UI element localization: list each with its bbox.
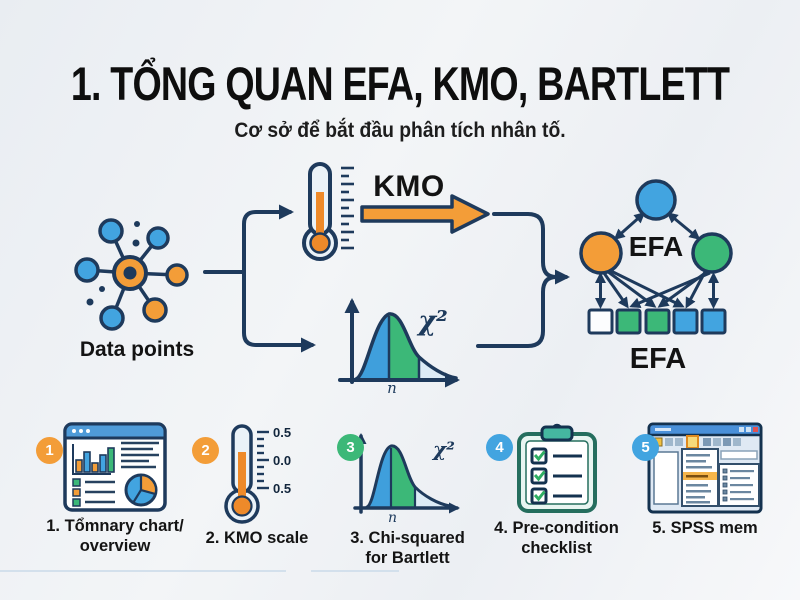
page-subtitle: Cơ sở để bắt đầu phân tích nhân tố.: [234, 119, 566, 142]
chi-axis-label: n: [387, 379, 397, 397]
step-5-spss-menu: 5: [630, 422, 780, 538]
chi-icon-label: χ²: [431, 437, 455, 461]
step-5-caption: 5. SPSS mem: [652, 519, 758, 537]
efa-center-label: EFA: [628, 231, 684, 262]
indicator-squares: [587, 308, 727, 335]
kmo-scale-thermometer-icon: 0.5 0.0 0.5: [224, 424, 291, 524]
data-points-label: Data points: [79, 338, 195, 361]
step-3-caption: 3. Chi-squared for Bartlett: [350, 529, 465, 568]
flow-merge-connector: [476, 212, 570, 348]
factor-circle-green: [691, 232, 733, 274]
scale-tick-bottom: 0.5: [273, 481, 291, 496]
step-2-kmo-scale: 2 0.5 0.0 0: [192, 422, 322, 548]
step-4-precondition-checklist: 4 4. Pre-con: [484, 422, 629, 558]
data-points-cluster-icon: [74, 218, 189, 331]
step-3-badge: 3: [337, 434, 364, 461]
scale-tick-top: 0.5: [273, 425, 291, 440]
chi-squared-label: χ²: [418, 306, 448, 337]
chi-squared-bartlett-icon: χ² n: [352, 433, 460, 524]
checklist-clipboard-icon: [516, 423, 597, 513]
factor-circle-blue: [635, 179, 677, 221]
step-1-caption: 1. Tổmnary chart/ overview: [46, 517, 184, 556]
flow-split-connector: [203, 204, 316, 353]
kmo-arrow: [360, 194, 490, 234]
kmo-thermometer-icon: [302, 162, 354, 261]
page-title: 1. TỔNG QUAN EFA, KMO, BARTLETT: [70, 57, 730, 110]
kmo-label: KMO: [373, 170, 445, 203]
step-1-badge: 1: [36, 437, 63, 464]
step-1-summary-overview: 1: [30, 422, 200, 556]
summary-dashboard-icon: [63, 422, 167, 512]
spss-window-icon: [647, 422, 763, 514]
factor-circle-orange: [579, 231, 623, 275]
step-2-badge: 2: [192, 437, 219, 464]
scale-tick-mid: 0.0: [273, 453, 291, 468]
chi-squared-curve-icon: [338, 298, 460, 388]
step-3-chi-squared: 3 χ² n 3. Chi-squared for Bartlett: [335, 424, 480, 568]
efa-network-icon: [579, 179, 733, 335]
efa-bottom-label: EFA: [629, 343, 687, 375]
step-4-badge: 4: [486, 434, 513, 461]
decorative-line-mid: [311, 570, 399, 572]
step-4-caption: 4. Pre-condition checklist: [494, 519, 619, 558]
decorative-line-left: [0, 570, 286, 572]
flow-diagram: [74, 162, 733, 388]
chi-icon-axis-label: n: [388, 510, 397, 524]
step-5-badge: 5: [632, 434, 659, 461]
step-2-caption: 2. KMO scale: [205, 529, 309, 547]
